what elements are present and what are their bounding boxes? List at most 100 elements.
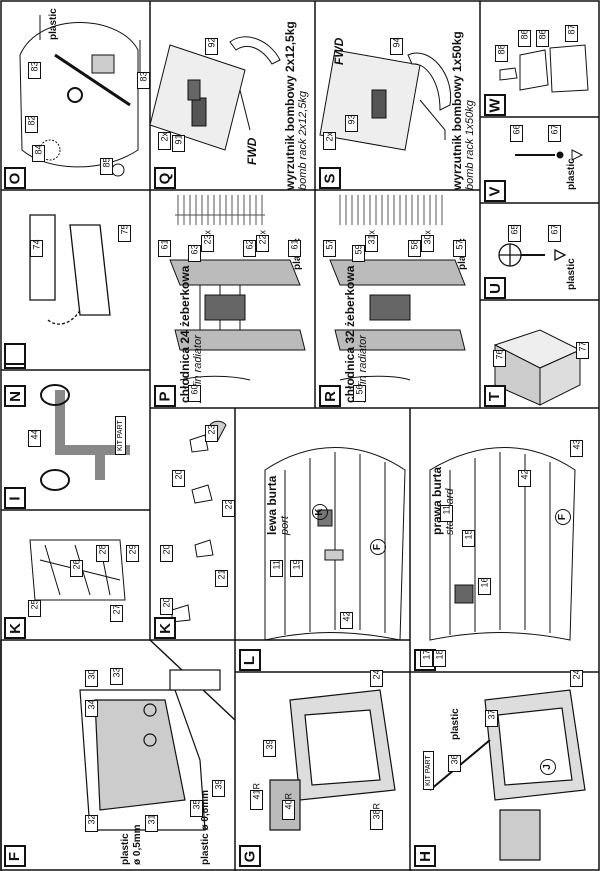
reference-mark: F	[555, 509, 571, 525]
section-letter: Q	[154, 167, 176, 189]
material-note: ø 0,5mm	[132, 824, 143, 865]
part-number: 83	[28, 61, 41, 79]
fwd-label: FWD	[245, 137, 259, 165]
part-number: 57	[323, 239, 336, 257]
part-number: 56	[353, 384, 366, 402]
part-number: 60	[188, 384, 201, 402]
section-r-title-block: chłodnica 32 żeberkowa 32-fin radiator	[343, 266, 369, 403]
part-number: 27	[110, 604, 123, 622]
part-number: 85	[100, 157, 113, 175]
part-number: 23	[205, 424, 218, 442]
part-number: 76	[493, 349, 506, 367]
part-number: 41R	[250, 783, 263, 810]
part-number: 39	[212, 779, 225, 797]
qty-badge: 2x	[323, 132, 336, 150]
part-number: 24	[370, 669, 383, 687]
material-note: plastic	[450, 708, 461, 740]
section-title: chłodnica 24 żeberkowa	[178, 265, 192, 403]
part-number: 33	[110, 667, 123, 685]
section-letter	[4, 343, 26, 365]
section-subtitle: port	[279, 516, 291, 535]
part-number: 91	[172, 134, 185, 152]
part-number: 61	[158, 239, 171, 257]
part-number: 88	[495, 44, 508, 62]
part-number: 75	[118, 224, 131, 242]
material-note: plastic	[566, 258, 577, 290]
part-number: 22	[222, 499, 235, 517]
part-number: 58	[408, 239, 421, 257]
part-number: 66	[510, 124, 523, 142]
section-subtitle: 32-fin radiator	[357, 335, 369, 403]
part-number: 92	[205, 37, 218, 55]
part-number: 39	[263, 739, 276, 757]
part-number: 63	[188, 244, 201, 262]
section-title: chłodnica 32 żeberkowa	[343, 265, 357, 403]
section-q-title-block: wyrzutnik bombowy 2x12,5kg bomb rack 2x1…	[283, 21, 309, 190]
part-number: 77	[576, 341, 589, 359]
part-number: 40R	[282, 793, 295, 820]
qty-badge: 2x	[158, 132, 171, 150]
material-note: plastic	[566, 158, 577, 190]
section-p-title-block: chłodnica 24 żeberkowa 24-fin radiator	[178, 266, 204, 403]
part-number: 29	[126, 544, 139, 562]
part-number: 20	[172, 469, 185, 487]
section-letter: T	[484, 385, 506, 407]
kit-part-label: KIT PART	[423, 751, 434, 790]
part-number: 24	[570, 669, 583, 687]
part-number: 84	[32, 144, 45, 162]
part-number: 86	[518, 29, 531, 47]
section-letter: R	[319, 385, 341, 407]
part-number: 83	[137, 71, 150, 89]
part-number: 35	[190, 799, 203, 817]
part-number: 30	[85, 669, 98, 687]
section-subtitle: starboard	[444, 467, 456, 535]
part-number: 86	[536, 29, 549, 47]
part-number: 31	[145, 814, 158, 832]
part-number: 94	[390, 37, 403, 55]
section-letter: H	[414, 845, 436, 867]
fwd-label: FWD	[332, 37, 346, 65]
part-number: 36	[448, 754, 461, 772]
part-number: 28	[96, 544, 109, 562]
section-letter: K	[4, 617, 26, 639]
part-number: 42	[340, 611, 353, 629]
section-title: lewa burta	[265, 475, 279, 535]
part-number: 67	[548, 224, 561, 242]
section-title: wyrzutnik bombowy 2x12,5kg	[283, 21, 297, 190]
reference-mark: F	[370, 539, 386, 555]
part-number: 44	[28, 429, 41, 447]
section-letter: F	[4, 845, 26, 867]
part-number: 25	[28, 599, 41, 617]
part-number: 87	[565, 24, 578, 42]
part-number: 26	[70, 559, 83, 577]
section-letter: N	[4, 385, 26, 407]
part-number: 11	[270, 560, 283, 577]
part-number: 93	[345, 114, 358, 132]
part-number: 61	[288, 239, 301, 257]
section-letter: U	[484, 277, 506, 299]
part-number: 17	[420, 649, 433, 667]
part-number: 19	[290, 559, 303, 577]
part-number: 20	[160, 597, 173, 615]
part-number: 57	[453, 239, 466, 257]
part-number: 43	[570, 439, 583, 457]
section-title: wyrzutnik bombowy 1x50kg	[450, 31, 464, 190]
section-m-title-block: prawa burta starboard	[430, 467, 456, 535]
section-letter: L	[239, 649, 261, 671]
reference-mark: K	[312, 504, 328, 520]
section-subtitle: 24-fin radiator	[192, 335, 204, 403]
part-number: 30x	[421, 230, 434, 252]
section-subtitle: bomb rack 1x50kg	[464, 100, 476, 190]
part-number: 59	[352, 244, 365, 262]
part-number: 34	[85, 699, 98, 717]
part-number: 22x	[256, 230, 269, 252]
section-subtitle: bomb rack 2x12,5kg	[297, 90, 309, 190]
kit-part-label: KIT PART	[115, 416, 126, 455]
material-note: plastic	[120, 833, 131, 865]
part-number: 20	[160, 544, 173, 562]
part-number: 74	[30, 239, 43, 257]
part-number: 38R	[370, 803, 383, 830]
part-number: 21	[215, 569, 228, 587]
